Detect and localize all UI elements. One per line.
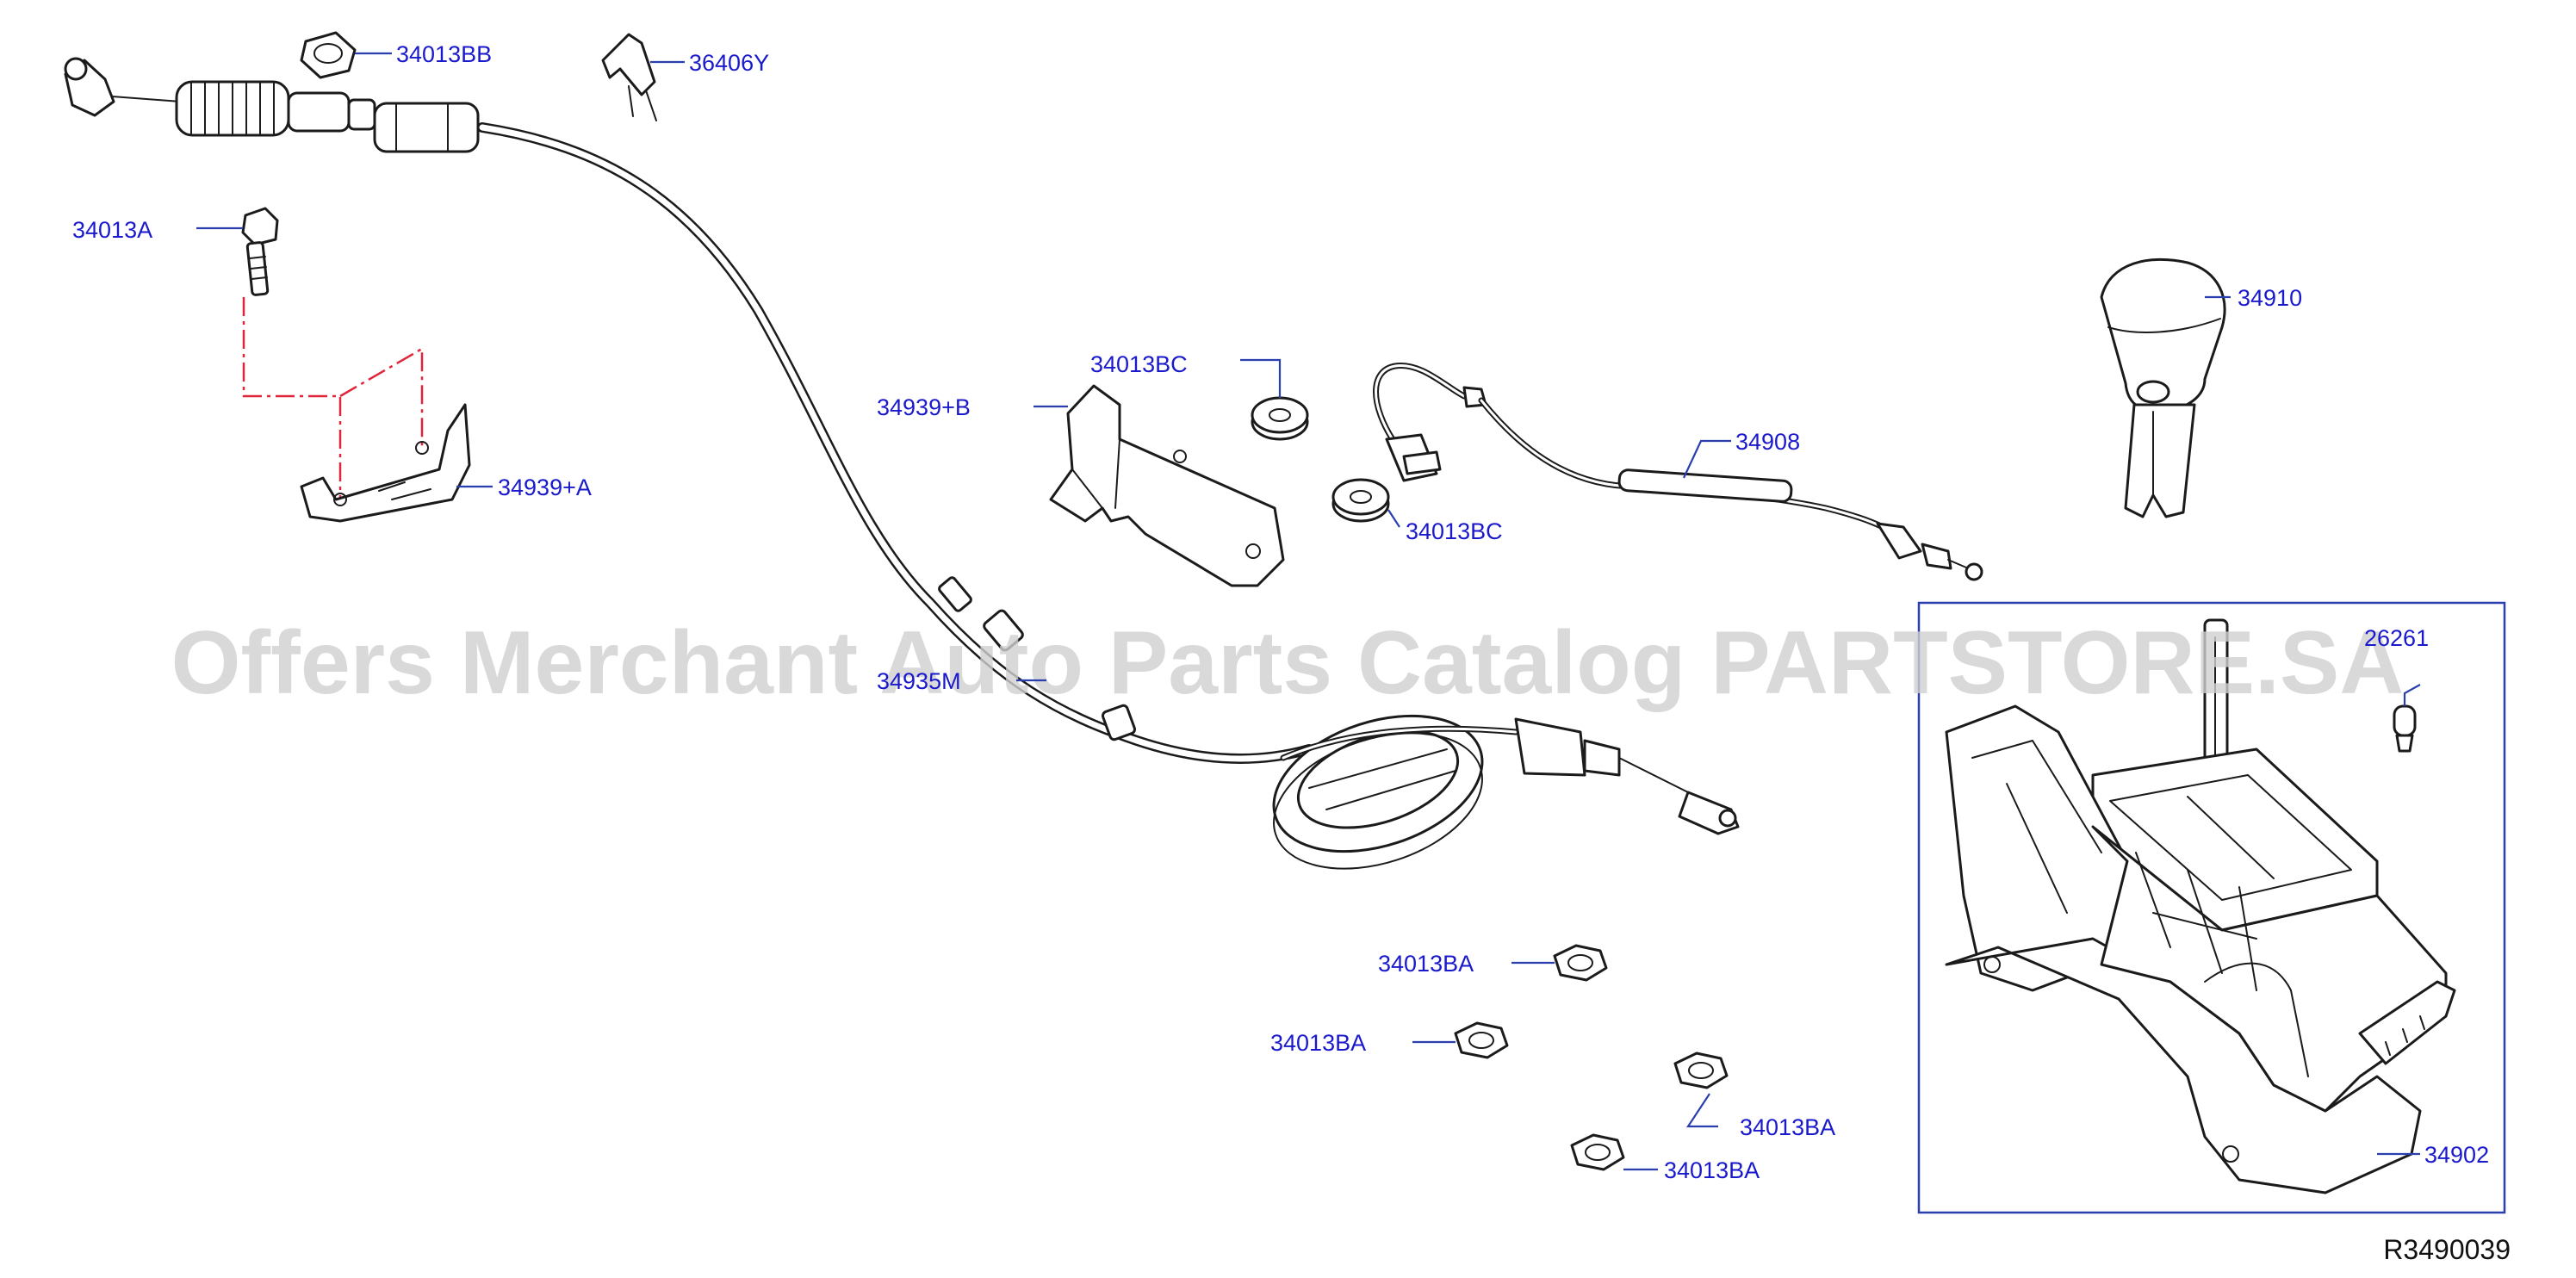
nut-34013BA-4[interactable] <box>1570 1133 1625 1171</box>
label-34910[interactable]: 34910 <box>2238 285 2302 311</box>
label-26261[interactable]: 26261 <box>2364 625 2429 651</box>
clip-36406Y[interactable] <box>601 33 657 121</box>
phantom-line-bolt <box>242 297 424 499</box>
label-34908[interactable]: 34908 <box>1735 429 1800 455</box>
nut-34013BB[interactable] <box>300 31 357 79</box>
label-34013BA-2[interactable]: 34013BA <box>1270 1030 1366 1056</box>
bolt-34013A[interactable] <box>241 207 279 296</box>
label-34939A[interactable]: 34939+A <box>498 475 592 500</box>
label-34013BA-3[interactable]: 34013BA <box>1740 1114 1835 1140</box>
part-labels: 34013BB 36406Y 34013A 34939+A 34939+B 34… <box>72 41 2489 1183</box>
grommet-34013BC-top[interactable] <box>1251 396 1309 441</box>
nut-34013BA-1[interactable] <box>1553 944 1608 982</box>
shifter-assembly-frame <box>1917 601 2506 1214</box>
grommet-34013BC-bottom[interactable] <box>1331 478 1390 523</box>
label-34013A[interactable]: 34013A <box>72 217 152 243</box>
label-34939B[interactable]: 34939+B <box>877 394 971 420</box>
nut-34013BA-2[interactable] <box>1454 1021 1509 1059</box>
harness-34908[interactable] <box>1373 363 1983 581</box>
bracket-34939A[interactable] <box>300 403 471 523</box>
nut-34013BA-3[interactable] <box>1673 1052 1729 1089</box>
label-34013BC-top[interactable]: 34013BC <box>1090 351 1188 377</box>
label-36406Y[interactable]: 36406Y <box>689 50 769 76</box>
bracket-34939B[interactable] <box>1049 384 1285 587</box>
knob-34910[interactable] <box>2100 257 2226 518</box>
leader-lines <box>196 52 2421 1171</box>
diagram-reference-code: R3490039 <box>2383 1234 2511 1265</box>
cable-grommet <box>1272 714 1484 870</box>
label-34935M[interactable]: 34935M <box>877 668 961 694</box>
control-cable[interactable] <box>64 57 1740 893</box>
label-34902[interactable]: 34902 <box>2424 1142 2489 1168</box>
label-34013BB[interactable]: 34013BB <box>396 41 492 67</box>
shifter-assembly-34902[interactable] <box>1945 618 2456 1194</box>
label-34013BA-1[interactable]: 34013BA <box>1378 951 1474 977</box>
label-34013BC-bottom[interactable]: 34013BC <box>1406 518 1503 544</box>
watermark: Offers Merchant Auto Parts Catalog PARTS… <box>171 613 2405 713</box>
label-34013BA-4[interactable]: 34013BA <box>1664 1157 1760 1183</box>
